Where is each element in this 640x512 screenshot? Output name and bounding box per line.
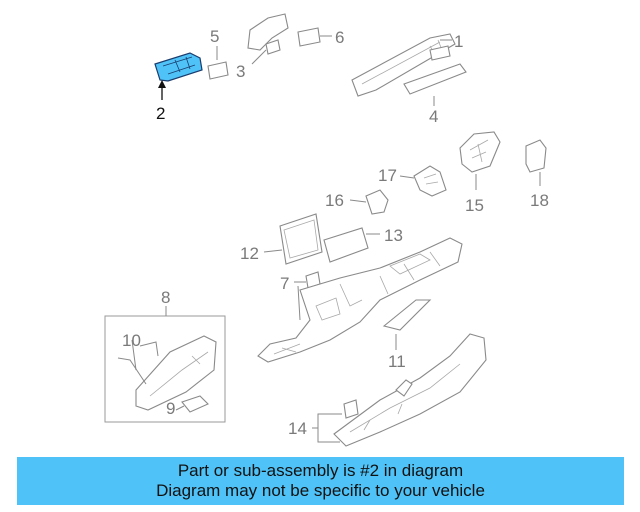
callout-4: 4 [429,107,438,126]
part-12 [263,213,323,265]
part-16 [349,189,389,215]
callout-14: 14 [288,419,307,438]
callout-2[interactable]: 2 [156,104,165,123]
callout-6: 6 [335,28,344,47]
callout-17: 17 [378,166,397,185]
part-3 [247,13,289,65]
part-5 [207,46,229,80]
part-1 [351,33,456,97]
callout-16: 16 [325,191,344,210]
callout-3: 3 [236,62,245,81]
part-11 [382,299,432,350]
callout-1: 1 [454,32,463,51]
part-8-group-box [104,306,226,423]
callout-9: 9 [166,399,175,418]
banner-line-1: Part or sub-assembly is #2 in diagram [177,461,464,480]
part-13 [323,227,380,263]
part-14 [312,399,359,443]
part-17 [399,165,447,197]
callout-8: 8 [161,288,170,307]
callout-15: 15 [465,196,484,215]
callout-5: 5 [210,27,219,46]
part-18 [525,139,547,186]
banner-line-2: Diagram may not be specific to your vehi… [156,481,485,500]
part-4 [403,63,467,106]
lower-trim-panel [333,333,487,447]
part-6 [297,27,332,47]
callout-7: 7 [280,274,289,293]
callout-18: 18 [530,191,549,210]
part-2-highlighted[interactable] [154,52,203,100]
info-banner: Part or sub-assembly is #2 in diagram Di… [17,457,624,505]
callout-11: 11 [388,352,406,371]
callout-13: 13 [384,226,403,245]
instrument-panel-assembly [257,237,463,363]
callout-12: 12 [240,244,259,263]
part-15 [459,131,501,190]
callout-10: 10 [122,331,141,350]
